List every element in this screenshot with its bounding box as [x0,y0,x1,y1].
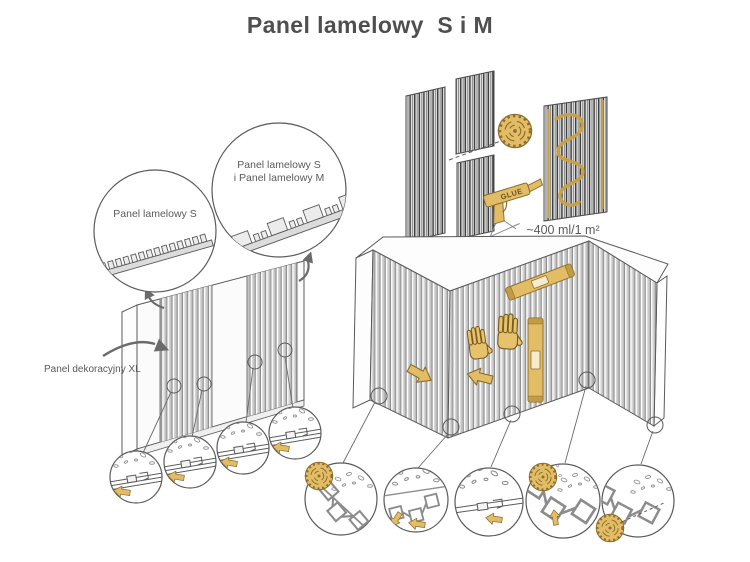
arrow-to-callout-s [147,296,165,310]
glue-panel-back [543,96,608,222]
saw-blade-icon [594,512,626,544]
callout-s-label: Panel lamelowy S [113,208,196,220]
xl-wall-end-cap [121,304,138,457]
corner-connector-lines [342,385,654,469]
cut-line [448,137,510,161]
arrow-to-callout-sm [298,260,310,282]
detail-circle-corner-cut [303,460,378,536]
corner-marker-circles [370,371,664,436]
glue-coverage-label: ~400 ml/1 m² [526,223,599,237]
callout-sm-label-line1: Panel lamelowy S [237,159,320,171]
page-title: Panel lamelowy S i M [246,12,494,38]
detail-circle-corner-profile [594,464,675,544]
saw-blade-icon [496,112,534,150]
lamella-wall-face-right [588,240,658,427]
callout-circle-s-and-m: Panel lamelowy S i Panel lamelowy M [211,122,347,258]
marker-connector-lines [142,356,294,454]
detail-circle-key-profile [525,461,601,539]
cut-panel-bottom [456,154,495,240]
glue-serpentine [554,112,585,207]
callout-sm-label-line2: i Panel lamelowy M [234,172,324,184]
spirit-level-vertical-icon [527,317,544,403]
callout-circle-s: Panel lamelowy S [93,169,217,293]
detail-circle-clip-1 [109,447,163,503]
saw-blade-icon [303,460,335,492]
label-arrow [102,340,156,358]
gluing-step-illustration: GLUE ~400 ml/1 m² [483,96,608,238]
marker-circle [247,354,263,370]
decorative-panel-label: Panel dekoracyjny XL [44,364,141,375]
detail-circle-clip-slide [454,467,524,537]
corner-wall-illustration [342,235,669,469]
marker-circle [166,378,182,394]
marker-circle [196,376,212,392]
glue-gun-icon: GLUE [483,178,544,238]
saw-blade-icon [527,461,559,493]
cutting-step-illustration [405,70,534,249]
cut-panel-top [455,70,495,155]
detail-circle-slide-in [383,467,449,533]
whole-panel [405,86,446,243]
